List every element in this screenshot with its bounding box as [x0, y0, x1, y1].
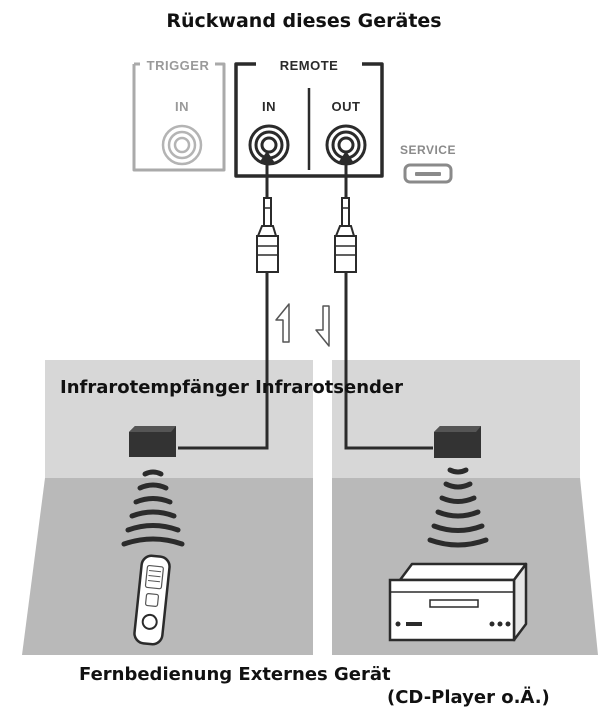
receiver-sender-caption: Infrarotempfänger Infrarotsender [60, 377, 403, 398]
cable-in [178, 272, 269, 450]
trigger-jack-icon [161, 124, 203, 166]
cd-player-icon [388, 562, 528, 642]
plug-in-icon [256, 197, 279, 273]
trigger-label: TRIGGER [147, 58, 210, 73]
remote-external-caption: Fernbedienung Externes Gerät [79, 664, 391, 685]
arrow-into-in-jack-icon [259, 151, 275, 198]
ir-receiver-icon [129, 426, 176, 457]
service-label: SERVICE [400, 143, 456, 157]
remote-in-jack-icon [248, 124, 290, 166]
plug-out-icon [334, 197, 357, 273]
signal-up-arrow-icon [275, 303, 290, 343]
remote-control-icon [133, 554, 171, 646]
ir-waves-left-icon [121, 469, 185, 547]
trigger-in-label: IN [175, 99, 189, 114]
left-room [22, 360, 313, 655]
ir-sender-icon [434, 426, 481, 458]
diagram-title: Rückwand dieses Gerätes [166, 10, 441, 32]
arrow-into-out-jack-icon [338, 151, 354, 198]
cable-out [344, 272, 433, 450]
usb-port-icon [403, 163, 453, 184]
trigger-panel: TRIGGER IN [132, 58, 226, 172]
remote-out-label: OUT [332, 99, 361, 114]
remote-panel: REMOTE IN OUT [234, 58, 384, 178]
signal-down-arrow-icon [315, 305, 330, 347]
cd-player-caption: (CD-Player o.Ä.) [387, 686, 550, 708]
remote-label: REMOTE [280, 58, 339, 73]
service-port: SERVICE [400, 143, 456, 184]
remote-in-label: IN [262, 99, 276, 114]
ir-waves-right-icon [427, 467, 489, 548]
